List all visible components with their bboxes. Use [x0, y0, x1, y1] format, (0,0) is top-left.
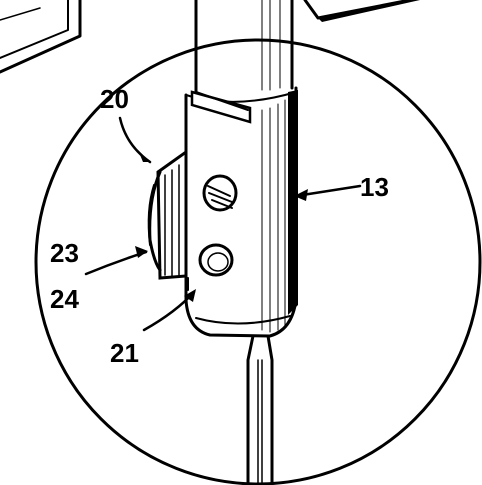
callout-arrows — [84, 116, 362, 332]
callout-23: 23 — [50, 238, 79, 268]
leader-23-24 — [84, 250, 148, 276]
handle-body — [184, 0, 298, 485]
background-panel-corner — [0, 0, 82, 74]
clip-lever — [147, 149, 189, 291]
lower-hole — [198, 243, 234, 277]
arrowhead-21 — [184, 289, 196, 302]
callout-20: 20 — [100, 84, 129, 114]
leader-20 — [118, 116, 152, 164]
background-object-top-right — [303, 0, 420, 22]
callout-24: 24 — [50, 284, 79, 314]
arrowhead-13 — [294, 189, 308, 201]
arrowhead-20 — [138, 150, 150, 162]
arrowhead-23-24 — [135, 246, 148, 258]
upper-hole — [202, 174, 238, 212]
callout-13: 13 — [360, 172, 389, 202]
callout-21: 21 — [110, 338, 139, 368]
